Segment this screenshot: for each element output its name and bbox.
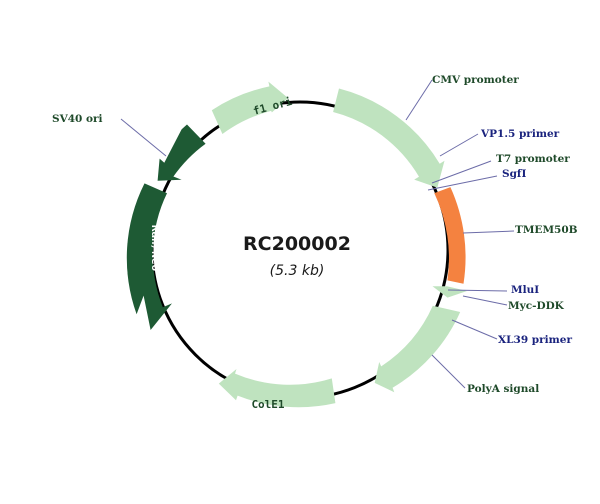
sv40-ori-leader <box>120 118 167 157</box>
myc-ddk-leader <box>462 295 508 306</box>
vp15-primer-leader <box>439 133 479 157</box>
xl39-primer-label: XL39 primer <box>498 334 572 346</box>
myc-ddk-arrow <box>432 286 467 298</box>
sv40-ori-label: SV40 ori <box>52 113 103 125</box>
cmv-promoter-label: CMV promoter <box>432 74 519 86</box>
sv40-ori-arrow <box>157 124 206 181</box>
f1-ori-arrow <box>211 81 288 134</box>
polya-arrow <box>374 305 461 393</box>
cole1-label: ColE1 <box>251 398 284 411</box>
t7-promoter-leader <box>431 160 492 184</box>
polya-signal-leader <box>431 354 466 389</box>
vp15-primer-label: VP1.5 primer <box>480 128 560 140</box>
cmv-promoter-leader <box>405 79 433 121</box>
plasmid-name: RC200002 <box>243 233 351 255</box>
myc-ddk-label: Myc-DDK <box>508 300 565 312</box>
tmem50b-block <box>434 187 466 284</box>
cole1-arrow <box>218 369 336 408</box>
sgfi-leader <box>427 175 498 191</box>
mlui-leader <box>447 289 508 292</box>
t7-promoter-label: T7 promoter <box>496 153 570 165</box>
mlui-label: MluI <box>511 284 539 296</box>
kan-neo-arrow <box>126 183 172 330</box>
sgfi-label: SgfI <box>502 168 526 180</box>
xl39-primer-leader <box>451 319 498 340</box>
tmem50b-label: TMEM50B <box>515 224 578 236</box>
tmem50b-leader <box>462 230 515 234</box>
kan-neo-label: Kan/Neo <box>149 225 162 272</box>
cmv-promoter-arrow <box>333 88 445 188</box>
polya-signal-label: PolyA signal <box>467 383 539 395</box>
plasmid-size: (5.3 kb) <box>270 263 325 279</box>
